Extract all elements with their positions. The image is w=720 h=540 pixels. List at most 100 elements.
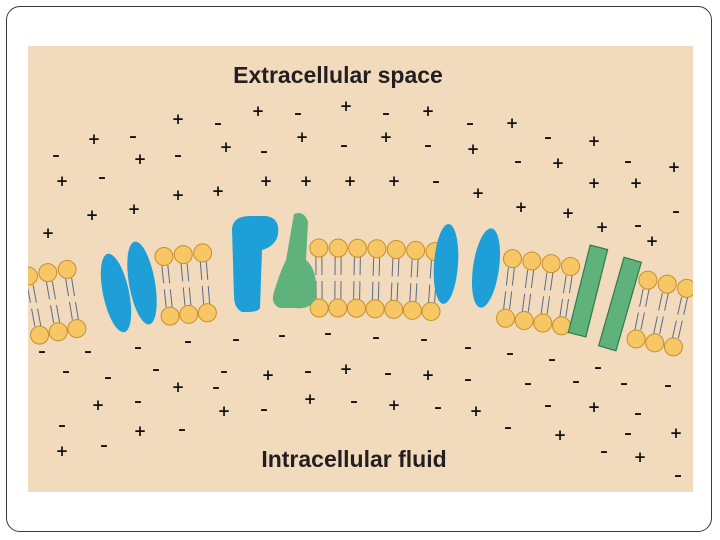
minus-icon: –: [624, 152, 632, 170]
blue-channel-protein: [127, 241, 157, 325]
lipid-head-inner: [496, 308, 516, 328]
lipid-tail: [371, 281, 374, 300]
minus-icon: –: [634, 404, 642, 422]
lipid-tail: [186, 263, 190, 282]
plus-icon: +: [670, 424, 683, 442]
minus-icon: –: [664, 376, 672, 394]
lipid-tail: [416, 259, 419, 278]
minus-icon: –: [58, 416, 66, 434]
minus-icon: –: [424, 136, 432, 154]
minus-icon: –: [98, 168, 106, 186]
lipid-head-outer: [386, 239, 406, 259]
lipid-head-inner: [30, 325, 50, 345]
minus-icon: –: [514, 152, 522, 170]
minus-icon: –: [212, 378, 220, 396]
plus-icon: +: [218, 402, 231, 420]
lipid-tail: [546, 296, 551, 315]
lipid-tail: [543, 272, 548, 291]
minus-icon: –: [620, 374, 628, 392]
lipid-head-inner: [402, 300, 422, 320]
lipid-tail: [180, 263, 184, 282]
minus-icon: –: [372, 328, 380, 346]
plus-icon: +: [86, 206, 99, 224]
lipid-tail: [182, 287, 186, 306]
minus-icon: –: [232, 330, 240, 348]
minus-icon: –: [52, 146, 60, 164]
plus-icon: +: [668, 158, 681, 176]
minus-icon: –: [572, 372, 580, 390]
lipid-tail: [167, 265, 171, 284]
green-receptor-protein: [567, 244, 609, 338]
minus-icon: –: [100, 436, 108, 454]
lipid-head-outer: [154, 246, 174, 266]
plus-icon: +: [552, 154, 565, 172]
minus-icon: –: [382, 104, 390, 122]
lipid-tail: [390, 282, 393, 301]
lipid-head-outer: [657, 274, 677, 294]
plus-icon: +: [596, 218, 609, 236]
lipid-tail: [56, 305, 61, 323]
membrane-figure: +–+–+–+–++–+–+–+–+–+–+––+–++–++++–++++++…: [28, 46, 693, 492]
lipid-head-inner: [309, 298, 329, 318]
green-transporter-protein: [272, 213, 317, 309]
lipid-tail: [409, 283, 412, 302]
lipid-head-outer: [522, 251, 542, 271]
lipid-tail: [671, 320, 677, 339]
minus-icon: –: [544, 396, 552, 414]
lipid-tail: [415, 283, 418, 302]
plus-icon: +: [56, 172, 69, 190]
minus-icon: –: [184, 332, 192, 350]
lipid-head-outer: [28, 266, 38, 286]
plus-icon: +: [422, 366, 435, 384]
lipid-head-outer: [328, 238, 348, 258]
lipid-tail: [397, 258, 400, 277]
lipid-tail: [524, 269, 529, 288]
minus-icon: –: [524, 374, 532, 392]
lipid-tail: [568, 275, 573, 294]
blue-channel-protein: [433, 224, 459, 304]
lipid-head-inner: [48, 322, 68, 342]
minus-icon: –: [464, 370, 472, 388]
plus-icon: +: [172, 378, 185, 396]
lipid-tail: [378, 257, 381, 276]
lipid-tail: [549, 272, 554, 291]
lipid-tail: [562, 275, 567, 294]
lipid-head-inner: [197, 303, 217, 323]
minus-icon: –: [432, 172, 440, 190]
minus-icon: –: [340, 136, 348, 154]
plus-icon: +: [630, 174, 643, 192]
plus-icon: +: [506, 114, 519, 132]
lipid-tail: [207, 285, 211, 304]
lipid-head-outer: [677, 278, 693, 298]
minus-icon: –: [420, 330, 428, 348]
lipid-tail: [653, 316, 658, 335]
lipid-tail: [199, 261, 203, 280]
minus-icon: –: [129, 127, 137, 145]
plus-icon: +: [646, 232, 659, 250]
minus-icon: –: [634, 216, 642, 234]
lipid-tail: [372, 257, 375, 276]
lipid-tail: [391, 258, 394, 277]
minus-icon: –: [174, 146, 182, 164]
minus-icon: –: [464, 338, 472, 356]
lipid-tail: [530, 269, 535, 288]
minus-icon: –: [624, 424, 632, 442]
minus-icon: –: [220, 362, 228, 380]
plus-icon: +: [422, 102, 435, 120]
minus-icon: –: [152, 360, 160, 378]
plus-icon: +: [212, 182, 225, 200]
plus-icon: +: [172, 110, 185, 128]
minus-icon: –: [324, 324, 332, 342]
blue-channel-protein: [100, 253, 132, 333]
lipid-tail: [511, 267, 515, 286]
lipid-tail: [634, 312, 639, 331]
plus-icon: +: [172, 186, 185, 204]
minus-icon: –: [104, 368, 112, 386]
lipid-head-outer: [348, 238, 368, 258]
lipid-tail: [658, 292, 663, 311]
lipid-tail: [645, 288, 650, 307]
lipid-head-inner: [365, 299, 385, 319]
plus-icon: +: [562, 204, 575, 222]
plus-icon: +: [296, 128, 309, 146]
lipid-tail: [639, 288, 644, 307]
